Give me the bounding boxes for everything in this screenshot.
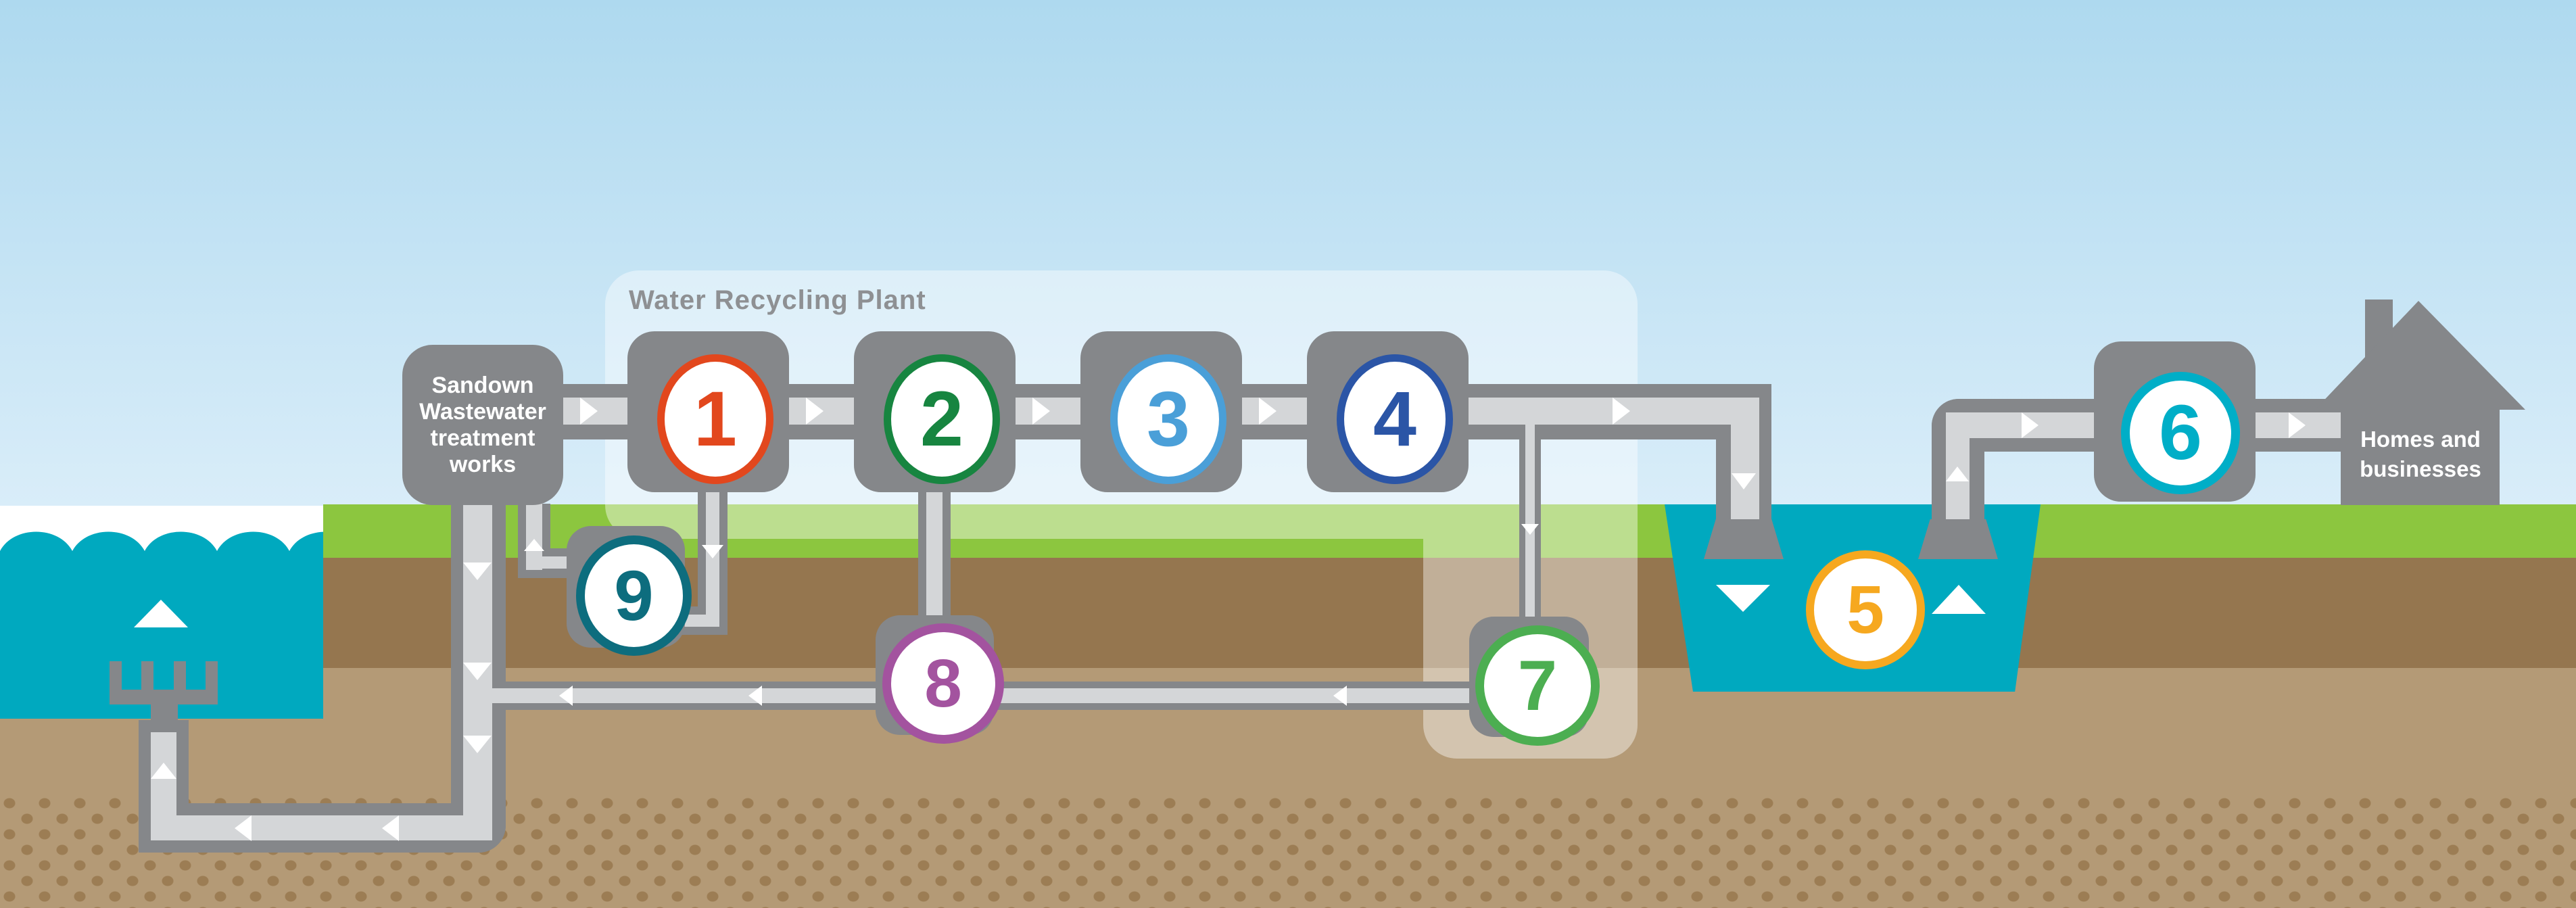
step-number-8: 8 xyxy=(924,646,962,721)
sea-waves xyxy=(0,531,323,552)
diffuser-stem xyxy=(151,704,178,720)
pipe-step9-to-sandown-h-inner xyxy=(526,556,568,569)
step-circle-1: 1 xyxy=(657,354,773,484)
topsoil-layer xyxy=(0,558,2576,668)
step-circle-8: 8 xyxy=(882,623,1004,744)
sea-diffuser-base xyxy=(110,690,218,704)
flow-arrow-left-icon xyxy=(559,686,573,706)
flow-arrow-right-icon xyxy=(2022,412,2038,438)
homes-label-line1: Homes and xyxy=(2360,427,2481,452)
flow-arrow-down-icon xyxy=(1521,524,1539,535)
flow-arrow-down-icon xyxy=(463,563,492,580)
sandown-label-line1: Sandown xyxy=(431,372,534,398)
flow-arrow-right-icon xyxy=(2289,412,2306,438)
step-number-4: 4 xyxy=(1373,375,1416,462)
flow-arrow-up-icon xyxy=(151,763,176,779)
sea-diffuser-tooth xyxy=(141,661,153,691)
pipe-undersea-run-inner xyxy=(151,815,492,840)
pipe-step1-to-step9-h-inner xyxy=(679,615,719,627)
step-circle-5: 5 xyxy=(1806,550,1925,669)
reservoir-inflow-triangle xyxy=(1716,585,1770,612)
pipe-sea-rise-inner xyxy=(151,732,176,840)
outfall-funnel xyxy=(1704,519,1784,559)
flow-arrow-up-icon xyxy=(524,539,544,551)
flow-arrow-right-icon xyxy=(1032,398,1050,425)
step-number-7: 7 xyxy=(1517,646,1558,725)
step-number-1: 1 xyxy=(694,375,737,462)
sea-outfall-up-triangle xyxy=(134,600,188,627)
flow-arrow-down-icon xyxy=(463,736,492,753)
grass-right xyxy=(2001,504,2576,558)
sandown-label-line2: Wastewater xyxy=(419,398,546,425)
flow-arrow-down-icon xyxy=(463,663,492,680)
step-circle-2: 2 xyxy=(884,354,1000,484)
sea-diffuser-tooth xyxy=(206,661,218,691)
flow-arrow-left-icon xyxy=(748,686,762,706)
sandown-label-line3: treatment xyxy=(430,425,535,451)
flow-arrow-up-icon xyxy=(1946,467,1969,481)
step-circle-3: 3 xyxy=(1110,354,1226,484)
step-circle-4: 4 xyxy=(1337,354,1453,484)
flow-arrow-left-icon xyxy=(382,815,399,841)
homes-label-line2: businesses xyxy=(2360,456,2481,481)
sea-diffuser-tooth xyxy=(110,661,122,691)
flow-arrow-down-icon xyxy=(1732,473,1756,489)
pipe-step7-branch-inner xyxy=(1525,406,1535,617)
intake-funnel xyxy=(1918,519,1998,559)
pipe-step2-to-step8-inner xyxy=(926,491,943,619)
flow-arrow-down-icon xyxy=(702,545,723,558)
flow-arrow-left-icon xyxy=(1333,686,1347,706)
house-icon xyxy=(2315,300,2525,505)
pipe-step1-to-step9-v-inner xyxy=(706,492,719,627)
homes-label: Homes and businesses xyxy=(2346,425,2495,484)
flow-arrow-right-icon xyxy=(806,398,824,425)
sea-diffuser-tooth xyxy=(174,661,186,691)
sandown-box: Sandown Wastewater treatment works xyxy=(402,345,563,505)
flow-arrow-right-icon xyxy=(580,398,598,425)
step-number-3: 3 xyxy=(1147,375,1190,462)
step-number-6: 6 xyxy=(2159,389,2202,476)
pipe-reservoir-outfall-leg-inner xyxy=(1731,398,1759,519)
step-number-5: 5 xyxy=(1846,572,1884,648)
sandown-label-line4: works xyxy=(449,451,517,477)
flow-arrow-right-icon xyxy=(1613,398,1630,425)
plant-label: Water Recycling Plant xyxy=(629,285,926,315)
step-circle-7: 7 xyxy=(1475,625,1600,746)
step-number-9: 9 xyxy=(614,556,654,636)
pipe-intake-rise-inner xyxy=(1946,412,1970,519)
step-circle-9: 9 xyxy=(576,535,692,656)
step-number-2: 2 xyxy=(920,375,963,462)
step-circle-6: 6 xyxy=(2121,372,2240,494)
flow-arrow-right-icon xyxy=(1259,398,1277,425)
flow-arrow-left-icon xyxy=(235,815,252,841)
reservoir-outflow-triangle xyxy=(1932,585,1986,614)
